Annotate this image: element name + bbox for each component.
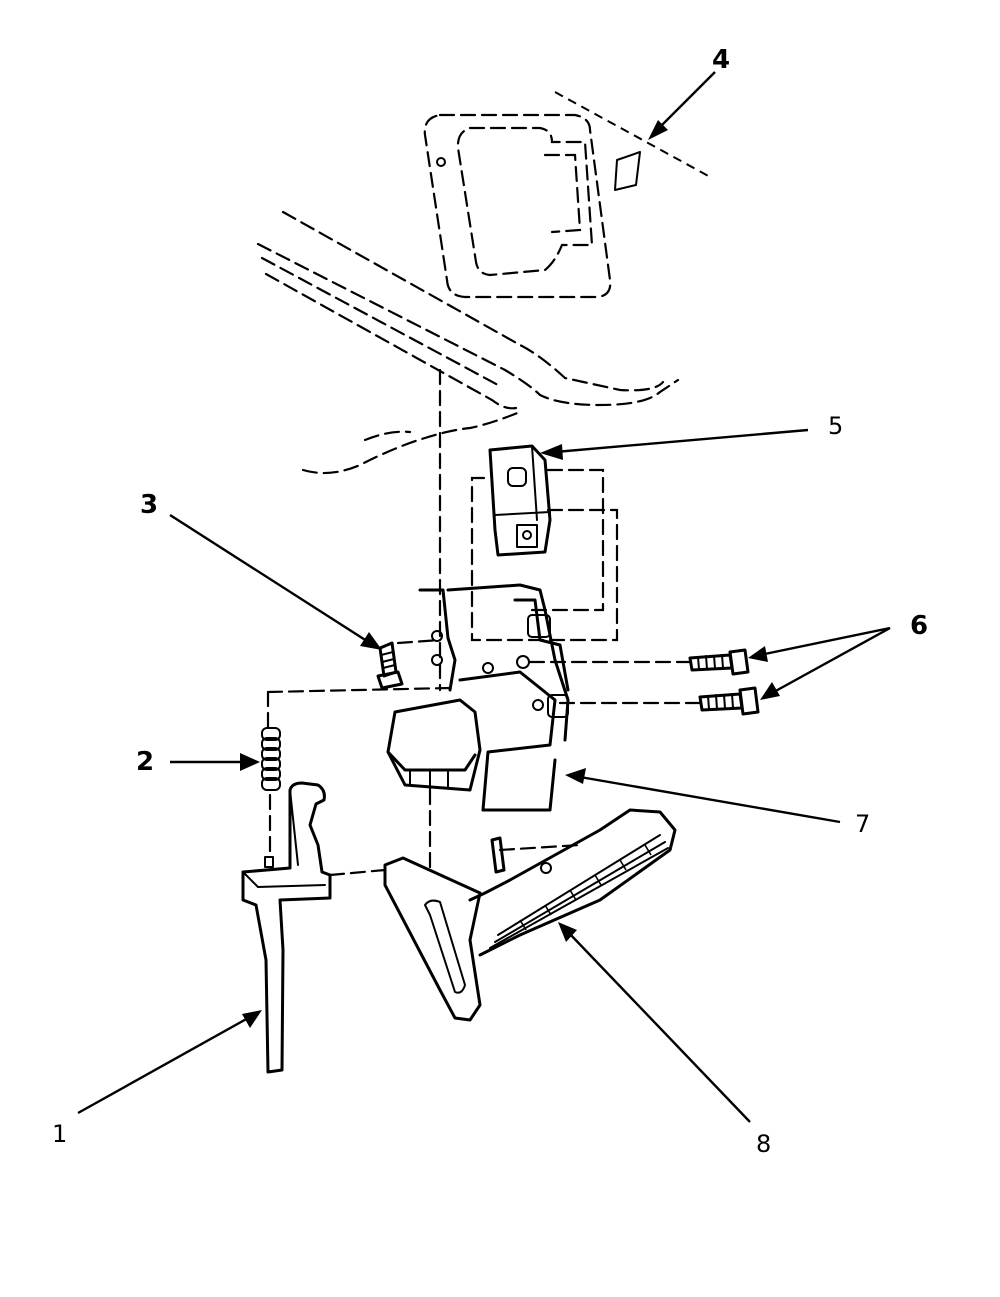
- part-4-floor-boot: [423, 91, 713, 299]
- part-6-bolts: [528, 648, 760, 716]
- part-3-screw: [376, 638, 442, 690]
- callout-7: 7: [855, 810, 870, 838]
- callout-6: 6: [910, 611, 928, 641]
- leader-lines: [77, 71, 891, 1123]
- part-7-bracket: [386, 583, 570, 812]
- part-8-pedal: [383, 788, 677, 1022]
- callout-5: 5: [828, 412, 843, 440]
- callout-1: 1: [52, 1120, 67, 1148]
- floor-panel-outline: [256, 210, 680, 475]
- callout-4: 4: [712, 45, 730, 75]
- part-2-spring: [261, 368, 452, 857]
- callout-8: 8: [756, 1130, 771, 1158]
- callout-2: 2: [136, 747, 154, 777]
- part-1-lever: [241, 781, 387, 1074]
- callout-3: 3: [140, 490, 158, 520]
- part-5-switch-block: [470, 444, 619, 642]
